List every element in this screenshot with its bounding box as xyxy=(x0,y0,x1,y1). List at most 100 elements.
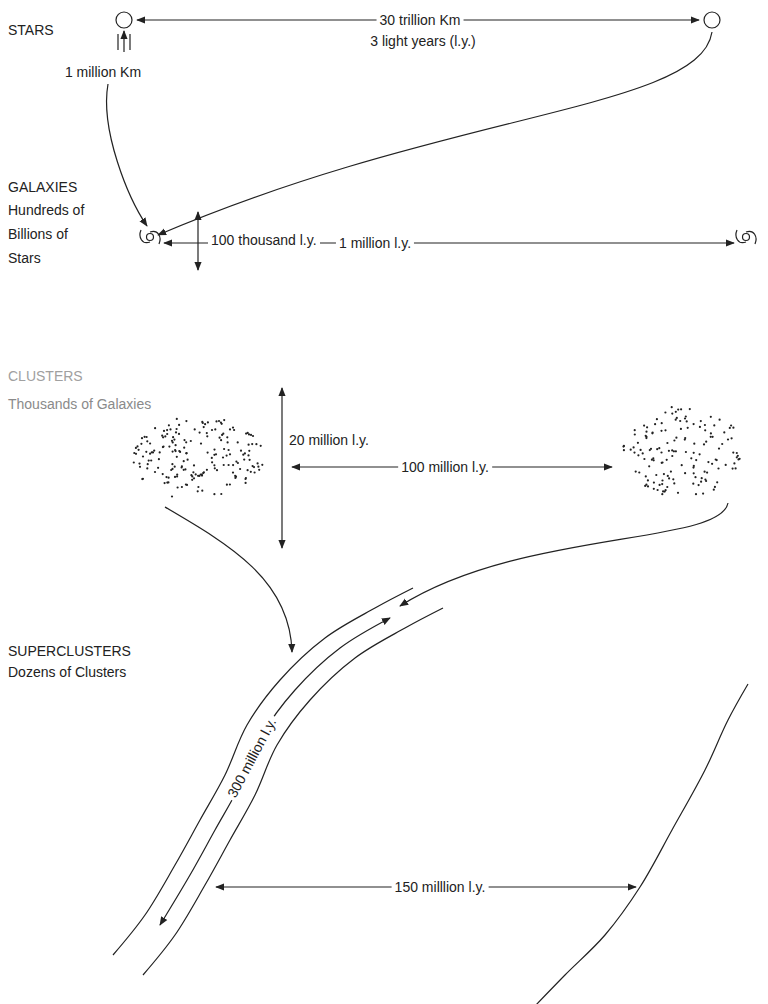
galaxy-dot xyxy=(699,426,701,428)
galaxy-dot xyxy=(165,476,167,478)
galaxy-dot xyxy=(661,483,663,485)
galaxy-dot xyxy=(201,474,203,476)
galaxy-dot xyxy=(185,452,187,454)
galaxy-dot xyxy=(172,436,174,438)
galaxy-dot xyxy=(199,432,201,434)
galaxy-dot xyxy=(178,433,180,435)
galaxy-dot xyxy=(255,443,257,445)
galaxy-dot xyxy=(635,471,637,473)
galaxy-dot xyxy=(213,449,215,451)
galaxy-dot xyxy=(170,469,172,471)
galaxy-dot xyxy=(194,428,196,430)
description-text: Thousands of Galaxies xyxy=(8,396,151,413)
galaxy-dot xyxy=(634,433,636,435)
galaxy-dot xyxy=(173,439,175,441)
galaxy-dot xyxy=(643,458,645,460)
galaxy-dot xyxy=(673,439,675,441)
galaxy-dot xyxy=(175,431,177,433)
galaxy-dot xyxy=(248,450,250,452)
galaxy-dot xyxy=(648,465,650,467)
galaxy-dot xyxy=(206,435,208,437)
galaxy-dot xyxy=(647,485,649,487)
galaxy-dot xyxy=(729,427,731,429)
galaxy-dot xyxy=(193,464,195,466)
galaxy-dot xyxy=(216,469,218,471)
galaxy-dot xyxy=(158,458,160,460)
filament-outline xyxy=(535,684,748,1004)
length-arrow xyxy=(160,618,390,925)
galaxy-dot xyxy=(222,456,224,458)
galaxy-dot xyxy=(181,486,183,488)
galaxy-dot xyxy=(193,477,195,479)
galaxy-dot xyxy=(735,467,737,469)
galaxy-dot xyxy=(680,408,682,410)
zoom-arrow xyxy=(107,84,147,226)
galaxy-dot xyxy=(723,431,725,433)
galaxy-dot xyxy=(228,464,230,466)
galaxy-dot xyxy=(138,449,140,451)
galaxy-dot xyxy=(247,432,249,434)
galaxy-dot xyxy=(141,437,143,439)
galaxy-dot xyxy=(732,452,734,454)
galaxy-dot xyxy=(668,450,670,452)
galaxy-dot xyxy=(675,411,677,413)
galaxy-dot xyxy=(139,466,141,468)
galaxy-dot xyxy=(178,450,180,452)
galaxy-dot xyxy=(144,436,146,438)
galaxy-dot xyxy=(640,449,642,451)
galaxy-dot xyxy=(633,446,635,448)
galaxy-dot xyxy=(699,453,701,455)
galaxy-arm xyxy=(140,230,160,244)
galaxy-dot xyxy=(645,436,647,438)
galaxy-dot xyxy=(142,478,144,480)
galaxy-dot xyxy=(630,449,632,451)
galaxy-dot xyxy=(733,462,735,464)
galaxy-dot xyxy=(172,451,174,453)
galaxy-dot xyxy=(714,486,716,488)
galaxy-dot xyxy=(675,419,677,421)
galaxy-dot xyxy=(668,477,670,479)
galaxy-dot xyxy=(700,481,702,483)
galaxy-core xyxy=(147,234,154,241)
galaxy-dot xyxy=(229,483,231,485)
galaxy-dot xyxy=(704,471,706,473)
galaxy-dot xyxy=(680,428,682,430)
galaxy-dot xyxy=(260,445,262,447)
star-symbol xyxy=(116,12,132,28)
galaxy-dot xyxy=(220,493,222,495)
galaxy-dot xyxy=(149,453,151,455)
galaxy-dot xyxy=(174,449,176,451)
galaxy-dot xyxy=(183,447,185,449)
scale-heading: CLUSTERS xyxy=(8,368,83,385)
galaxy-dot xyxy=(214,428,216,430)
galaxy-dot xyxy=(677,492,679,494)
galaxy-dot xyxy=(176,418,178,420)
galaxy-dot xyxy=(703,443,705,445)
galaxy-dot xyxy=(203,471,205,473)
galaxy-dot xyxy=(203,426,205,428)
galaxy-dot xyxy=(141,478,143,480)
galaxy-dot xyxy=(646,426,648,428)
galaxy-dot xyxy=(687,427,689,429)
galaxy-dot xyxy=(725,464,727,466)
galaxy-dot xyxy=(213,493,215,495)
galaxy-dot xyxy=(135,447,137,449)
dimension-label: 1 million l.y. xyxy=(336,235,414,252)
galaxy-dot xyxy=(153,450,155,452)
galaxy-dot xyxy=(206,432,208,434)
galaxy-dot xyxy=(138,463,140,465)
galaxy-dot xyxy=(622,446,624,448)
galaxy-dot xyxy=(191,479,193,481)
galaxy-dot xyxy=(237,462,239,464)
galaxy-dot xyxy=(653,488,655,490)
galaxy-dot xyxy=(252,465,254,467)
galaxy-dot xyxy=(223,464,225,466)
zoom-arrow xyxy=(165,507,292,652)
galaxy-dot xyxy=(662,490,664,492)
galaxy-dot xyxy=(645,475,647,477)
dimension-label: 100 million l.y. xyxy=(398,459,492,476)
galaxy-dot xyxy=(250,471,252,473)
galaxy-core xyxy=(743,234,750,241)
galaxy-dot xyxy=(695,459,697,461)
